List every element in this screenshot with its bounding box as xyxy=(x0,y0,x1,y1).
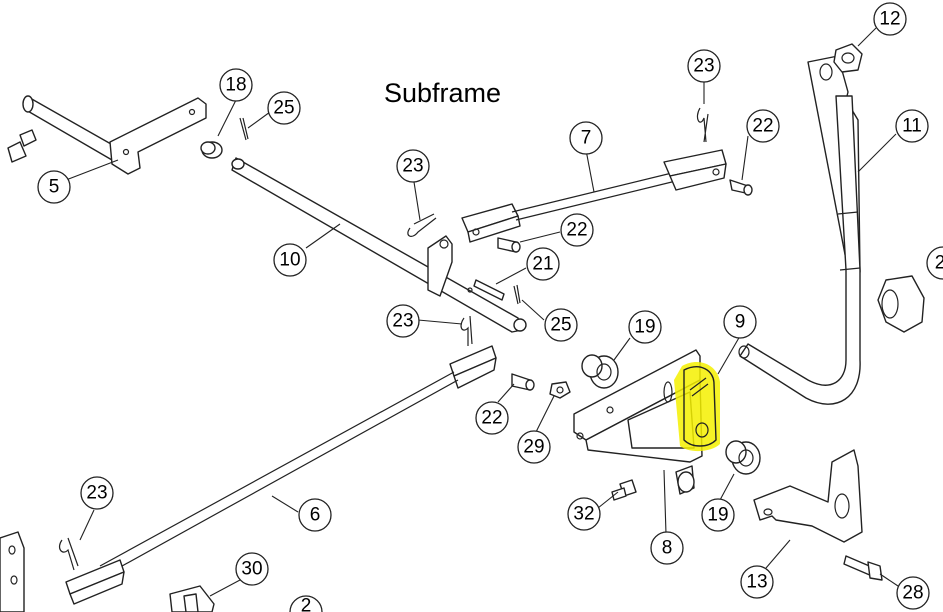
part-19-bushing-upper xyxy=(581,354,619,389)
part-9-plate-highlighted xyxy=(674,361,720,452)
part-left-plate-fragment xyxy=(0,531,25,612)
callout-23: 23 xyxy=(386,304,420,338)
svg-text:11: 11 xyxy=(902,116,922,137)
svg-text:29: 29 xyxy=(523,437,544,458)
part-10-rod xyxy=(231,157,527,333)
callout-7: 7 xyxy=(569,121,603,155)
callout-25: 25 xyxy=(544,308,578,342)
svg-text:8: 8 xyxy=(662,538,673,559)
part-12-nut xyxy=(833,43,863,73)
svg-text:21: 21 xyxy=(532,254,553,275)
part-23-hairpin-top xyxy=(696,107,709,143)
callout-6: 6 xyxy=(298,498,332,532)
callout-23: 23 xyxy=(396,149,430,183)
part-6-link xyxy=(65,345,497,605)
part-11-handle xyxy=(738,55,861,405)
svg-text:22: 22 xyxy=(752,116,773,137)
callout-21: 21 xyxy=(526,247,560,281)
svg-text:23: 23 xyxy=(86,483,107,504)
callout-2-right: 2 xyxy=(926,246,943,280)
callout-11: 11 xyxy=(895,109,929,143)
callout-22: 22 xyxy=(746,109,780,143)
callout-29: 29 xyxy=(517,430,551,464)
part-13-bracket xyxy=(753,449,863,543)
svg-text:19: 19 xyxy=(707,505,728,526)
svg-text:19: 19 xyxy=(634,317,655,338)
svg-text:2: 2 xyxy=(301,596,312,612)
callout-23: 23 xyxy=(687,49,721,83)
svg-text:10: 10 xyxy=(279,250,300,271)
svg-text:25: 25 xyxy=(273,98,294,119)
svg-text:32: 32 xyxy=(573,504,594,525)
part-23-hairpin-bottom xyxy=(58,537,79,571)
svg-text:23: 23 xyxy=(392,311,413,332)
diagram-title: Subframe xyxy=(384,78,502,108)
callout-30: 30 xyxy=(235,552,269,586)
callout-13: 13 xyxy=(740,565,774,599)
svg-text:25: 25 xyxy=(550,315,571,336)
callout-28: 28 xyxy=(896,576,930,610)
svg-text:23: 23 xyxy=(693,56,714,77)
part-23-hairpin-mid xyxy=(460,315,473,346)
part-25-cotter-pin xyxy=(239,117,249,141)
svg-text:7: 7 xyxy=(581,128,592,149)
leader-lines xyxy=(65,27,899,597)
svg-text:6: 6 xyxy=(310,505,321,526)
part-5-bracket xyxy=(22,95,207,175)
callout-12: 12 xyxy=(873,2,907,36)
part-7-link xyxy=(461,149,727,243)
part-28-bolt xyxy=(843,555,883,581)
screw-small-left xyxy=(7,129,37,163)
callout-22: 22 xyxy=(560,213,594,247)
callout-2-bottom: 2 xyxy=(289,595,323,612)
part-22-pin-upper xyxy=(729,179,753,196)
svg-text:30: 30 xyxy=(241,559,262,580)
part-22-pin-mid xyxy=(497,237,521,253)
svg-text:22: 22 xyxy=(481,408,502,429)
callout-19: 19 xyxy=(701,498,735,532)
callout-8: 8 xyxy=(650,531,684,565)
callout-10: 10 xyxy=(273,243,307,277)
callout-25: 25 xyxy=(267,91,301,125)
callout-5: 5 xyxy=(37,170,71,204)
part-8-bracket xyxy=(573,349,703,495)
callout-32: 32 xyxy=(567,497,601,531)
part-19-bushing-lower xyxy=(725,440,761,475)
svg-text:9: 9 xyxy=(735,312,746,333)
part-25-pin-lower xyxy=(513,284,521,305)
part-29-nut xyxy=(549,381,571,399)
callout-9: 9 xyxy=(723,305,757,339)
svg-text:5: 5 xyxy=(49,177,60,198)
part-18-bushing xyxy=(200,141,223,159)
svg-text:13: 13 xyxy=(746,572,767,593)
callout-23: 23 xyxy=(80,476,114,510)
part-30-bolt xyxy=(169,585,215,612)
part-23-hairpin-center xyxy=(407,213,437,237)
svg-text:12: 12 xyxy=(879,9,900,30)
svg-text:2: 2 xyxy=(935,253,943,274)
svg-text:18: 18 xyxy=(225,75,246,96)
svg-text:22: 22 xyxy=(566,220,587,241)
svg-text:23: 23 xyxy=(402,156,423,177)
part-32-screw xyxy=(611,479,637,501)
callout-22: 22 xyxy=(475,401,509,435)
part-21-key xyxy=(473,279,505,301)
callout-18: 18 xyxy=(219,68,253,102)
part-2-knob xyxy=(877,275,925,333)
svg-text:28: 28 xyxy=(902,583,923,604)
callout-19: 19 xyxy=(628,310,662,344)
part-22-pin-lower xyxy=(511,373,535,391)
